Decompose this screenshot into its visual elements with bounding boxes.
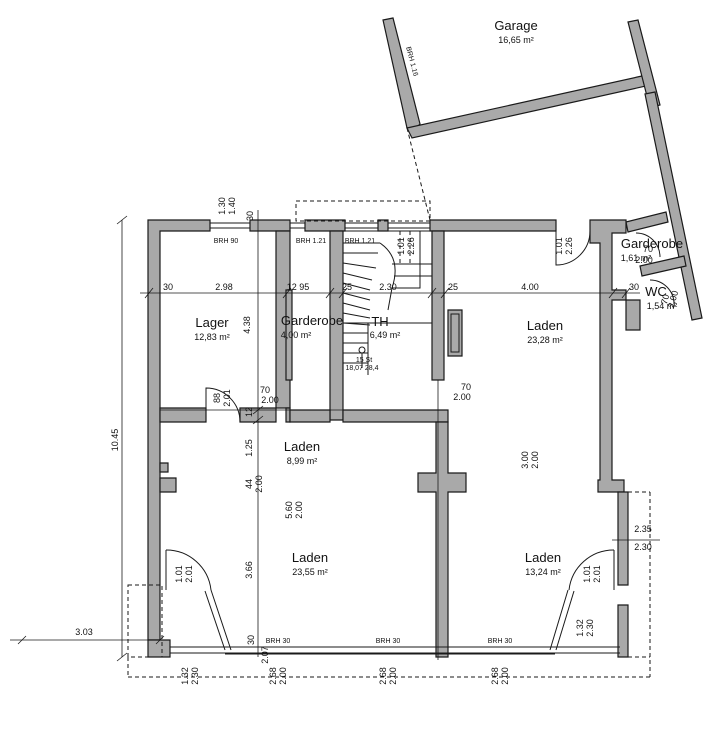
- brh-label-bottom-1: BRH 30: [266, 638, 291, 645]
- room-labels: Garage 16,65 m² Garderobe 1,61 m² WC 1,5…: [194, 18, 683, 577]
- stair-label-1: 15 St: [356, 357, 372, 364]
- room-lager-area: 12,83 m²: [194, 332, 230, 342]
- room-laden-right-bottom-name: Laden: [525, 550, 561, 565]
- dim-200-d: 2.00: [294, 501, 304, 519]
- dim-303: 3.03: [75, 627, 93, 637]
- dim-268-a: 2.68: [268, 667, 278, 685]
- room-garage-name: Garage: [494, 18, 537, 33]
- dim-268-b: 2.68: [378, 667, 388, 685]
- dim-200-c: 2.00: [254, 475, 264, 493]
- dim-101-c: 1.01: [174, 565, 184, 583]
- dim-200-j: 2.00: [666, 289, 680, 309]
- dim-30-c: 30: [246, 635, 256, 645]
- dim-201-c: 2.01: [592, 565, 602, 583]
- dim-230-b: 2.30: [634, 542, 652, 552]
- dim-200-e: 2.00: [530, 451, 540, 469]
- brh-label-3: BRH 1.21: [345, 238, 375, 245]
- room-wc-name: WC: [645, 284, 667, 299]
- dim-226-stair: 2.26: [406, 237, 416, 255]
- room-garage-area: 16,65 m²: [498, 35, 534, 45]
- dim-200-b: 2.00: [453, 392, 471, 402]
- dim-44: 44: [244, 479, 254, 489]
- room-laden-right-top-name: Laden: [527, 318, 563, 333]
- dim-200-h: 2.00: [500, 667, 510, 685]
- dim-30-top: 30: [245, 211, 255, 221]
- stair-label-2: 18,07 28,4: [345, 365, 378, 372]
- dimension-texts: 1.30 1.40 30 30 2.98 12 95 25 2.30 25 4.…: [75, 197, 680, 685]
- room-garderobe-top-name: Garderobe: [621, 236, 683, 251]
- dim-140: 1.40: [227, 197, 237, 215]
- garage-walls: [382, 17, 703, 321]
- brh-label-1: BRH 90: [214, 238, 239, 245]
- dim-200-a: 2.00: [261, 395, 279, 405]
- dim-101-d: 1.01: [582, 565, 592, 583]
- dim-70-d: 70: [659, 293, 671, 305]
- dim-12-b: 12: [244, 407, 254, 417]
- room-laden-right-top-area: 23,28 m²: [527, 335, 563, 345]
- room-garderobe-area: 4,00 m²: [281, 330, 312, 340]
- dim-1045: 10.45: [110, 429, 120, 452]
- room-laden-middle-name: Laden: [284, 439, 320, 454]
- brh-label-2: BRH 1.21: [296, 238, 326, 245]
- dim-125: 1.25: [244, 439, 254, 457]
- brh-label-bottom-2: BRH 30: [376, 638, 401, 645]
- room-wc-area: 1,54 m²: [647, 301, 678, 311]
- room-garderobe-top-area: 1,61 m²: [621, 253, 652, 263]
- dim-12-95: 12 95: [287, 282, 310, 292]
- room-garderobe-name: Garderobe: [281, 313, 343, 328]
- dim-268-c: 2.68: [490, 667, 500, 685]
- dim-298: 2.98: [215, 282, 233, 292]
- outer-walls: [147, 219, 641, 658]
- dim-300: 3.00: [520, 451, 530, 469]
- room-laden-right-bottom-area: 13,24 m²: [525, 567, 561, 577]
- dim-200-f: 2.00: [278, 667, 288, 685]
- dim-88: 88: [212, 393, 222, 403]
- brh-label-bottom-3: BRH 30: [488, 638, 513, 645]
- room-laden-left-area: 23,55 m²: [292, 567, 328, 577]
- dim-70-c: 70: [643, 244, 653, 254]
- dim-132-b: 1.32: [180, 667, 190, 685]
- interior-walls: [159, 230, 467, 658]
- dim-201-a: 2.01: [222, 389, 232, 407]
- room-laden-left-name: Laden: [292, 550, 328, 565]
- dim-400: 4.00: [521, 282, 539, 292]
- staircase: [342, 230, 433, 375]
- dim-226-right: 2.26: [564, 237, 574, 255]
- dim-132-a: 1.32: [575, 619, 585, 637]
- dim-230-d: 2.30: [190, 667, 200, 685]
- dim-30-b: 30: [629, 282, 639, 292]
- room-th-area: 6,49 m²: [370, 330, 401, 340]
- dim-30-a: 30: [163, 282, 173, 292]
- room-th-name: TH: [371, 314, 388, 329]
- dim-130: 1.30: [217, 197, 227, 215]
- dim-230-c: 2.30: [585, 619, 595, 637]
- dim-207: 2.07: [260, 646, 270, 664]
- dimension-lines: [10, 210, 660, 662]
- dim-200-g: 2.00: [388, 667, 398, 685]
- door-swings: [165, 230, 675, 591]
- top-windows: [210, 200, 431, 229]
- dim-438: 4.38: [242, 316, 252, 334]
- dim-70-b: 70: [461, 382, 471, 392]
- brh-labels: BRH 90 BRH 1.21 BRH 1.21 BRH 1.16 BRH 30…: [214, 46, 513, 645]
- dim-25-b: 25: [448, 282, 458, 292]
- room-lager-name: Lager: [195, 315, 229, 330]
- room-laden-middle-area: 8,99 m²: [287, 456, 318, 466]
- dim-235: 2.35: [634, 524, 652, 534]
- dim-200-i: 2.00: [635, 255, 653, 265]
- dim-366: 3.66: [244, 561, 254, 579]
- dim-101-right: 1.01: [554, 237, 564, 255]
- dim-230: 2.30: [379, 282, 397, 292]
- dim-25-a: 25: [342, 282, 352, 292]
- dim-101-stair: 1.01: [396, 237, 406, 255]
- dim-560: 5.60: [284, 501, 294, 519]
- bottom-facade: [127, 491, 651, 678]
- dim-201-b: 2.01: [184, 565, 194, 583]
- dim-70-a: 70: [260, 385, 270, 395]
